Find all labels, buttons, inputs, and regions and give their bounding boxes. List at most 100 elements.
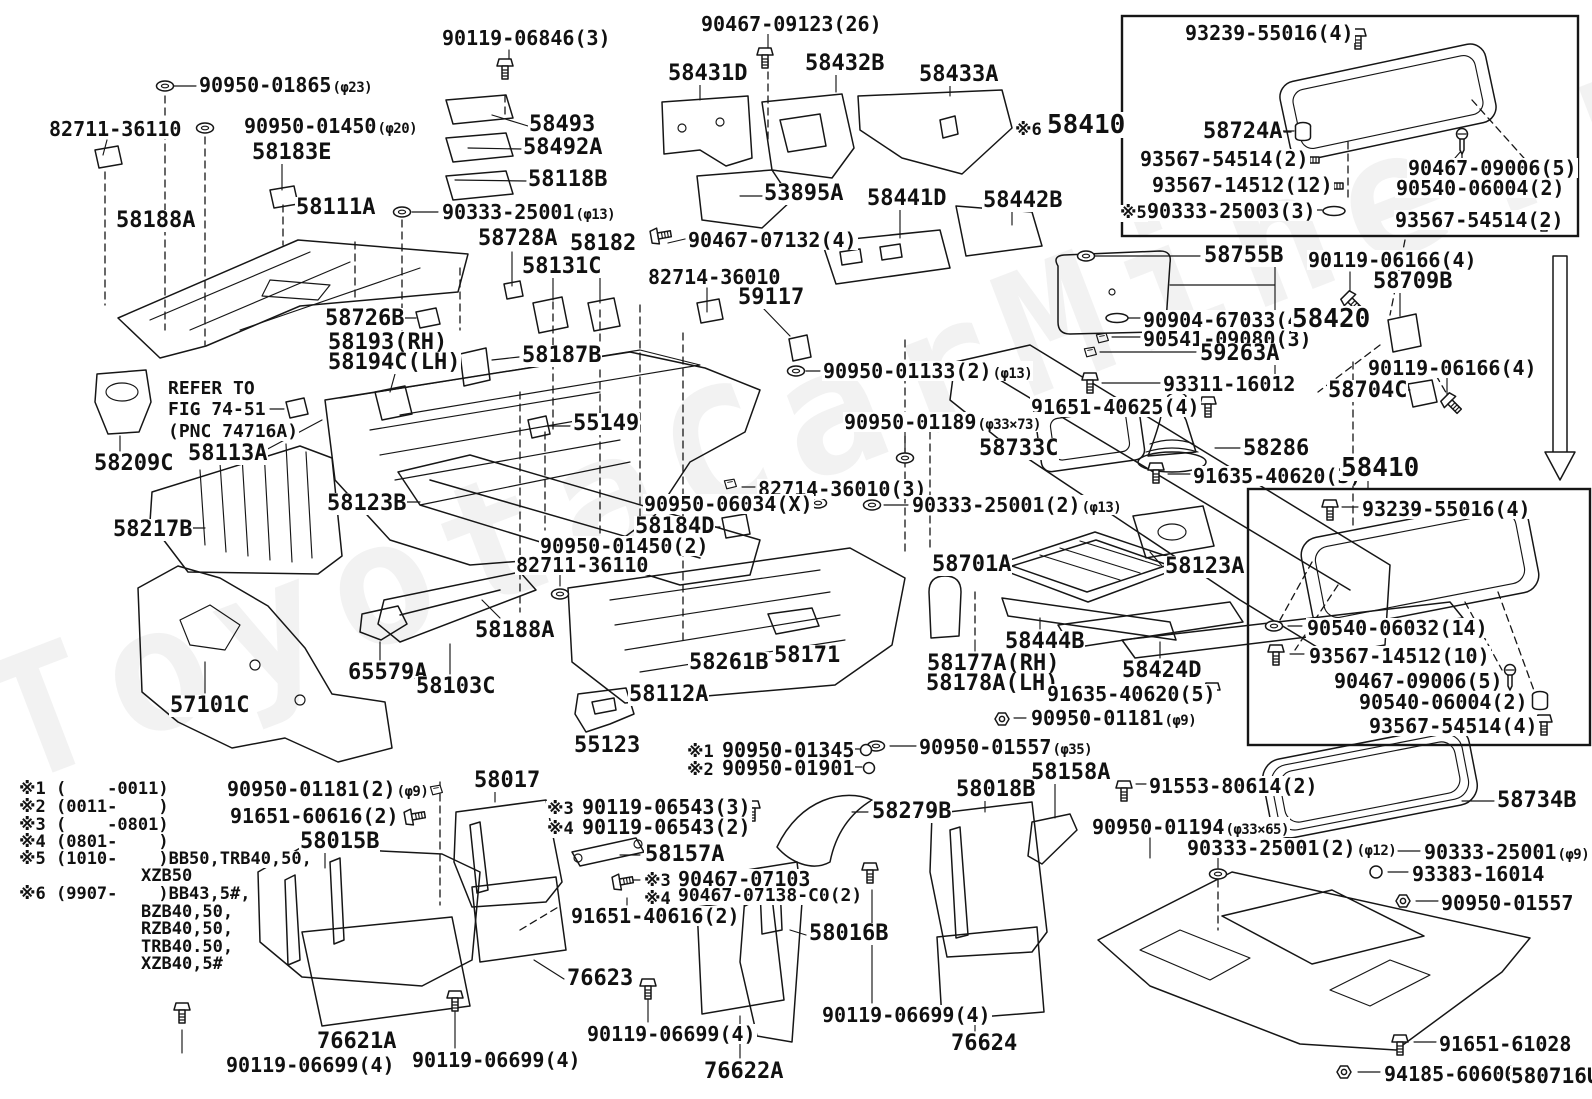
part-label: 90333-25001(φ13) <box>441 200 617 224</box>
part-label: 90950-01189(φ33×73) <box>843 410 1042 434</box>
part-label: 58194C(LH) <box>327 350 462 375</box>
part-label: ※6 <box>1014 120 1043 140</box>
part-label: 90467-07132(4) <box>687 228 858 252</box>
fastener-icons <box>155 28 1559 1079</box>
part-label: 58111A <box>295 195 377 220</box>
part-label: 90119-06699(4) <box>411 1048 582 1072</box>
floor-panel-parts <box>94 89 1531 1051</box>
part-label: 55123 <box>573 733 642 758</box>
part-label: 90950-01194(φ33×65) <box>1091 815 1290 839</box>
part-label: 90119-06699(4) <box>586 1022 757 1046</box>
part-label: 58209C <box>93 451 175 476</box>
refer-note: (PNC 74716A) <box>167 421 300 442</box>
part-label: ※4 <box>643 889 672 909</box>
part-label: 90467-09006(5) <box>1333 669 1504 693</box>
part-label: 90950-01450(φ20) <box>243 114 419 138</box>
part-label: ※1 <box>686 742 715 762</box>
part-label: 90950-01557 <box>1440 891 1575 915</box>
part-label: 93567-54514(2) <box>1139 147 1310 171</box>
part-label: 82711-36110 <box>48 117 183 141</box>
refer-note: FIG 74-51 <box>167 399 267 420</box>
part-label: 90333-25001(2)(φ12) <box>1186 836 1398 860</box>
part-label: 58187B <box>521 343 603 368</box>
part-label: 58709B <box>1372 269 1454 294</box>
part-label: 58177A(RH) <box>926 651 1061 676</box>
legend-row: ※1 ( -0011) <box>18 779 170 799</box>
legend-row: RZB40,50, <box>140 919 235 939</box>
part-label: 93567-14512(10) <box>1308 644 1491 668</box>
legend-row: ※4 (0801- ) <box>18 832 170 852</box>
part-label: 82711-36110 <box>515 553 650 577</box>
part-label: 90467-09006(5) <box>1407 156 1578 180</box>
diagram-code: 580716U <box>1510 1066 1592 1087</box>
part-label: 94185-60600 <box>1383 1062 1518 1086</box>
part-label: ※4 <box>546 819 575 839</box>
part-label: 90950-01181(2)(φ9) <box>226 777 430 801</box>
part-label: 90333-25001(2)(φ13) <box>911 493 1123 517</box>
part-label: 58113A <box>187 441 269 466</box>
part-label: 58171 <box>773 643 842 668</box>
part-label: 90333-25003(3) <box>1146 199 1317 223</box>
part-label: 58734B <box>1496 788 1578 813</box>
part-label: 90333-25001(φ9) <box>1423 840 1591 864</box>
part-label: 90119-06166(4) <box>1307 248 1478 272</box>
part-label: 58118B <box>527 167 609 192</box>
part-label: 58015B <box>299 829 381 854</box>
legend-row: ※3 ( -0801) <box>18 815 170 835</box>
part-label: 58017 <box>473 768 542 793</box>
part-label: 76621A <box>316 1029 398 1054</box>
part-label: 58279B <box>871 799 953 824</box>
part-label: 58261B <box>688 650 770 675</box>
part-label: 58431D <box>667 61 749 86</box>
part-label: 90119-06166(4) <box>1367 356 1538 380</box>
part-label: 58131C <box>521 254 603 279</box>
part-label: 91635-40620(5) <box>1046 682 1217 706</box>
part-label: 90950-01133(2)(φ13) <box>822 359 1034 383</box>
part-label: 91651-40616(2) <box>570 904 741 928</box>
part-label: 58728A <box>477 226 559 251</box>
part-label: 58492A <box>522 135 604 160</box>
part-label: 57101C <box>169 693 251 718</box>
part-label: ※3 <box>643 871 672 891</box>
part-label: 58432B <box>804 51 886 76</box>
part-label: 90540-06004(2) <box>1358 690 1529 714</box>
part-label: ※2 <box>686 760 715 780</box>
part-label: 93311-16012 <box>1162 372 1297 396</box>
part-label: 58701A <box>931 552 1013 577</box>
part-label: 58157A <box>644 842 726 867</box>
legend-row: XZB40,5# <box>140 954 224 974</box>
part-label: 58016B <box>808 921 890 946</box>
part-label: 58188A <box>474 618 556 643</box>
part-label: 90119-06543(2) <box>581 815 752 839</box>
part-label: 58433A <box>918 62 1000 87</box>
part-label: 90119-06543(3) <box>581 795 752 819</box>
part-label: ※3 <box>546 799 575 819</box>
part-label: 90467-09123(26) <box>700 12 883 36</box>
part-label: 91651-61028 <box>1438 1032 1573 1056</box>
part-label: 58424D <box>1121 658 1203 683</box>
part-label: 90540-06004(2) <box>1395 176 1566 200</box>
part-label: 58724A <box>1202 119 1284 144</box>
part-label: 65579A <box>347 660 429 685</box>
part-label: ※5 <box>1119 203 1148 223</box>
legend-row: TRB40.50, <box>140 937 235 957</box>
part-label: 58441D <box>866 186 948 211</box>
part-label: 58158A <box>1030 760 1112 785</box>
part-label: 58123B <box>326 491 408 516</box>
part-label: 58410 <box>1046 110 1127 140</box>
part-label: 58188A <box>115 208 197 233</box>
part-label: 90950-06034(X) <box>643 492 814 516</box>
part-label: 90119-06699(4) <box>225 1053 396 1077</box>
part-label: 91651-60616(2) <box>229 804 400 828</box>
part-label: 59117 <box>737 285 806 310</box>
part-label: 93383-16014 <box>1411 862 1546 886</box>
part-label: 90950-01865(φ23) <box>198 73 374 97</box>
part-label: 91553-80614(2) <box>1148 774 1319 798</box>
part-label: 58726B <box>324 306 406 331</box>
part-label: 58182 <box>569 231 638 256</box>
part-label: 58420 <box>1291 304 1372 334</box>
part-label: 58123A <box>1164 554 1246 579</box>
part-label: 58112A <box>628 682 710 707</box>
part-label: 93567-14512(12) <box>1151 173 1334 197</box>
part-label: 76624 <box>950 1031 1019 1056</box>
